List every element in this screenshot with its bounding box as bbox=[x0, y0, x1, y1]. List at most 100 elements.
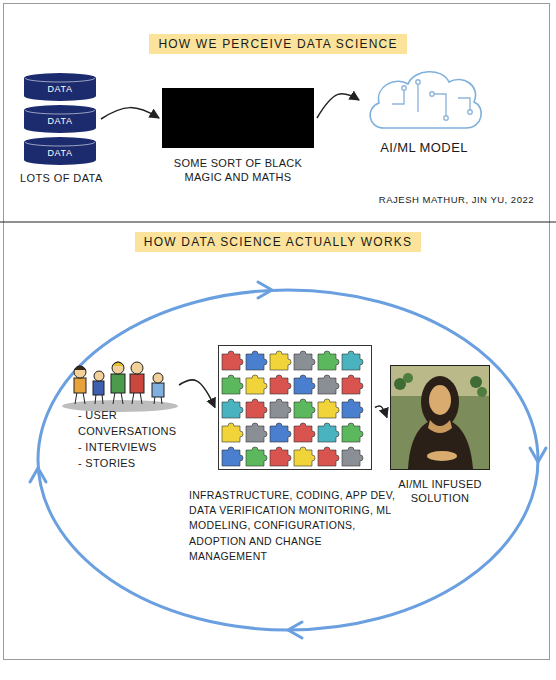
cloud-path bbox=[370, 72, 481, 128]
puzzle-piece bbox=[318, 399, 339, 418]
puzzle-piece bbox=[222, 351, 243, 370]
puzzle-piece bbox=[342, 423, 363, 442]
cylinder-body bbox=[24, 137, 96, 165]
leg bbox=[132, 392, 134, 404]
puzzle-piece bbox=[318, 447, 339, 466]
tree bbox=[477, 387, 487, 397]
puzzle-piece bbox=[342, 351, 363, 370]
puzzle-piece bbox=[246, 351, 267, 370]
database-cylinder: DATA bbox=[22, 104, 98, 134]
database-cylinder: DATA bbox=[22, 72, 98, 102]
cycle-arrows bbox=[30, 282, 546, 638]
node-text: DATA bbox=[47, 112, 72, 126]
head bbox=[153, 373, 163, 383]
circuit-line bbox=[432, 94, 446, 116]
connector-arrow bbox=[179, 380, 215, 408]
dress bbox=[408, 418, 473, 469]
tree bbox=[470, 376, 482, 388]
cloud-circuit bbox=[392, 80, 472, 120]
head bbox=[94, 371, 104, 381]
cloud-shape bbox=[362, 64, 486, 136]
puzzle-piece bbox=[270, 399, 291, 418]
node-text: HOW WE PERCEIVE DATA SCIENCE bbox=[158, 37, 397, 51]
node-text: SOME SORT OF BLACK MAGIC AND MATHS bbox=[162, 148, 314, 185]
node-text: DATA bbox=[47, 80, 72, 94]
cycle-arrowhead bbox=[258, 282, 272, 298]
circuit-dot bbox=[402, 86, 406, 90]
puzzle-piece bbox=[270, 447, 291, 466]
black-box: SOME SORT OF BLACK MAGIC AND MATHS bbox=[162, 88, 314, 185]
section-heading: HOW DATA SCIENCE ACTUALLY WORKS bbox=[135, 232, 421, 252]
cloud-outline bbox=[362, 64, 486, 136]
leg bbox=[75, 392, 77, 404]
puzzle-piece bbox=[342, 399, 363, 418]
solution-painting: AI/ML INFUSED SOLUTION bbox=[380, 365, 500, 506]
caption-label: LOTS OF DATA bbox=[20, 172, 103, 184]
circuit-dot bbox=[416, 80, 420, 84]
puzzle-piece bbox=[246, 423, 267, 442]
leg bbox=[121, 392, 123, 404]
cylinder-body bbox=[24, 105, 96, 133]
leg bbox=[83, 392, 85, 404]
cylinder-rim bbox=[25, 110, 95, 114]
circuit-dot bbox=[468, 110, 472, 114]
connector-arrow bbox=[317, 94, 359, 118]
puzzle-piece bbox=[318, 423, 339, 442]
puzzle-piece bbox=[270, 375, 291, 394]
puzzle-pieces bbox=[222, 351, 363, 466]
cycle-arrowhead bbox=[530, 448, 546, 462]
puzzle-piece bbox=[246, 375, 267, 394]
puzzle-piece bbox=[246, 447, 267, 466]
head bbox=[131, 362, 143, 374]
node-text: - USER CONVERSATIONS bbox=[66, 408, 216, 440]
puzzle-piece bbox=[342, 375, 363, 394]
puzzle-box: INFRASTRUCTURE, CODING, APP DEV, DATA VE… bbox=[175, 345, 415, 564]
connector-arrow bbox=[101, 108, 159, 119]
puzzle-piece bbox=[294, 399, 315, 418]
cycle-ring bbox=[38, 290, 538, 630]
node-text: AI/ML INFUSED SOLUTION bbox=[380, 470, 500, 506]
circuit-line bbox=[458, 98, 470, 110]
puzzle-frame bbox=[218, 345, 372, 470]
leg bbox=[140, 392, 142, 404]
body bbox=[130, 374, 144, 393]
black-box-shape bbox=[162, 88, 314, 148]
puzzle-piece bbox=[222, 399, 243, 418]
node-text: - STORIES bbox=[66, 456, 216, 472]
hair bbox=[74, 366, 86, 370]
puzzle-piece bbox=[294, 375, 315, 394]
head bbox=[74, 366, 86, 378]
circuit-dot bbox=[444, 116, 448, 120]
people-area bbox=[66, 362, 176, 408]
page-frame bbox=[4, 4, 550, 660]
leg bbox=[113, 392, 115, 404]
section-heading: HOW WE PERCEIVE DATA SCIENCE bbox=[149, 34, 406, 54]
face bbox=[429, 385, 451, 415]
mona-lisa-painting bbox=[391, 366, 489, 469]
body bbox=[152, 383, 164, 397]
puzzle-piece bbox=[222, 423, 243, 442]
circuit-dot bbox=[430, 92, 434, 96]
body bbox=[93, 381, 104, 395]
puzzle-piece bbox=[270, 351, 291, 370]
cylinder-body bbox=[24, 73, 96, 101]
chest bbox=[428, 420, 452, 433]
circuit-line bbox=[417, 84, 418, 112]
puzzle-piece bbox=[318, 351, 339, 370]
node-text: INFRASTRUCTURE, CODING, APP DEV, DATA VE… bbox=[175, 470, 415, 564]
puzzle-piece bbox=[270, 423, 291, 442]
section-divider bbox=[0, 221, 556, 222]
puzzle-piece bbox=[294, 447, 315, 466]
puzzle-piece bbox=[318, 375, 339, 394]
node-text: AI/ML MODEL bbox=[362, 136, 486, 155]
cycle-arrowhead bbox=[30, 468, 46, 482]
painting-frame bbox=[390, 365, 490, 470]
node-text: HOW DATA SCIENCE ACTUALLY WORKS bbox=[144, 235, 412, 249]
hair bbox=[112, 362, 124, 366]
cylinder-rim bbox=[25, 78, 95, 82]
tree bbox=[403, 373, 413, 383]
cylinder-rim bbox=[25, 142, 95, 146]
node-text: DATA bbox=[47, 144, 72, 158]
puzzle-piece bbox=[342, 447, 363, 466]
model-cloud: AI/ML MODEL bbox=[362, 64, 486, 155]
